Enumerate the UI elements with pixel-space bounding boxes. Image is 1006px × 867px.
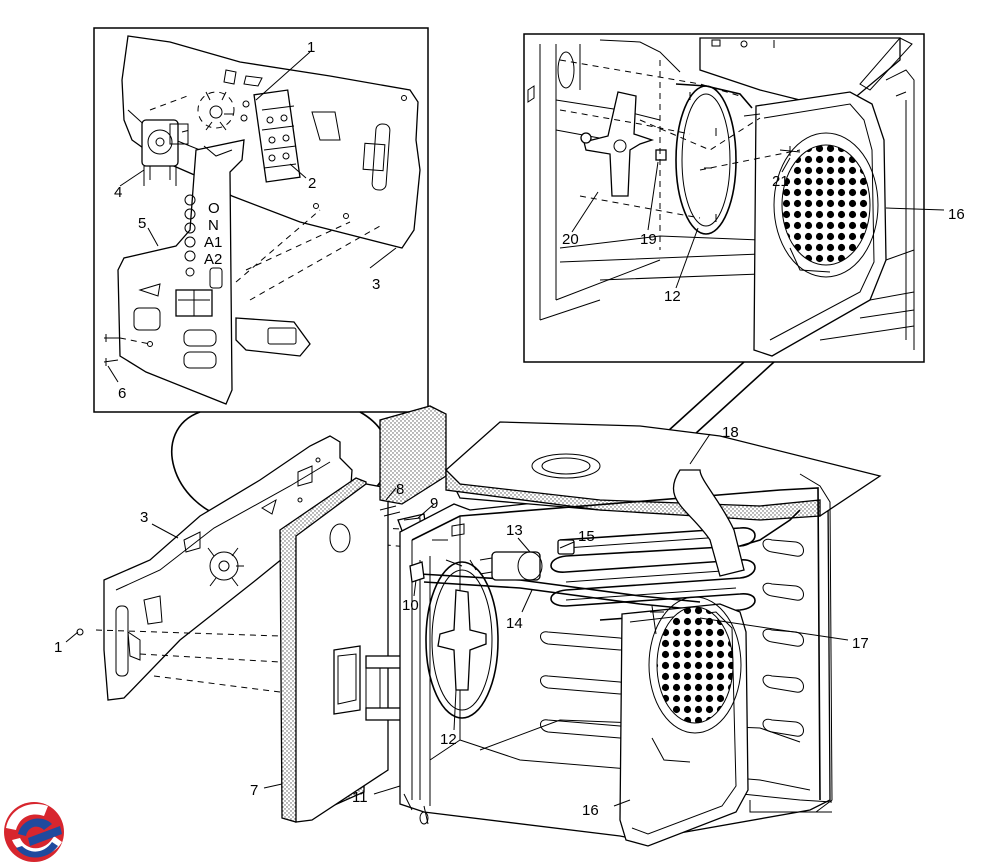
callout-20: 20 <box>562 231 579 248</box>
callout-19: 19 <box>640 231 657 248</box>
panel-label-a2: A2 <box>204 251 222 268</box>
callout-4: 4 <box>114 184 122 201</box>
grill-element <box>550 509 801 621</box>
callout-15: 15 <box>578 528 595 545</box>
callout-16a: 16 <box>582 802 599 819</box>
callout-5: 5 <box>138 215 146 232</box>
callout-18: 18 <box>722 424 739 441</box>
callout-21: 21 <box>772 173 789 190</box>
callout-17: 17 <box>852 635 869 652</box>
callout-3b: 3 <box>140 509 148 526</box>
inset-control-panel: O N A1 A2 1 2 3 4 5 6 <box>93 27 429 413</box>
fan-heater-ring <box>425 559 499 719</box>
terminal-block <box>253 89 301 183</box>
fan-motor <box>141 119 189 186</box>
callout-3a: 3 <box>372 276 380 293</box>
callout-12a: 12 <box>440 731 457 748</box>
callout-1b: 1 <box>54 639 62 656</box>
brand-logo-icon <box>4 802 64 862</box>
main-exploded-view: 3 1 7 8 9 10 11 12 13 14 15 16 17 18 <box>54 405 882 847</box>
panel-label-a1: A1 <box>204 234 222 251</box>
panel-label-n: N <box>208 217 219 234</box>
callout-12b: 12 <box>664 288 681 305</box>
callout-2: 2 <box>308 175 316 192</box>
callout-10: 10 <box>402 597 419 614</box>
callout-9: 9 <box>430 495 438 512</box>
callout-13: 13 <box>506 522 523 539</box>
callout-14: 14 <box>506 615 523 632</box>
callout-11: 11 <box>352 789 368 806</box>
callout-6: 6 <box>118 385 126 402</box>
inset-fan-cavity: 20 19 12 21 16 <box>523 33 965 363</box>
callout-7: 7 <box>250 782 258 799</box>
callout-16b: 16 <box>948 206 965 223</box>
thermostat <box>479 551 543 581</box>
panel-label-o: O <box>208 200 220 217</box>
callout-1a: 1 <box>307 39 315 56</box>
callout-8: 8 <box>396 481 404 498</box>
